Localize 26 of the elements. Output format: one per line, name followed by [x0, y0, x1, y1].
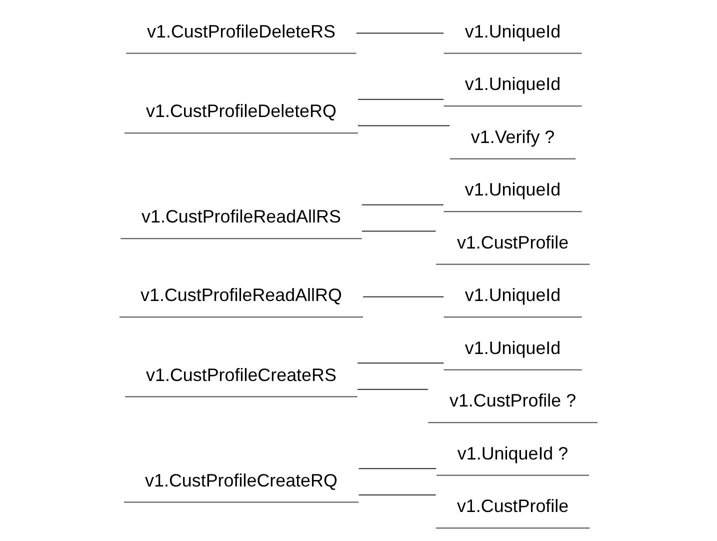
node-text: v1.CustProfileDeleteRS: [147, 21, 336, 42]
node-text: v1.CustProfileCreateRS: [146, 364, 336, 385]
connector: [358, 494, 436, 496]
node-text: v1.CustProfile: [456, 232, 569, 252]
node-text: v1.UniqueId: [464, 338, 561, 358]
node-text: v1.CustProfileReadAllRQ: [140, 285, 342, 306]
connector: [362, 204, 444, 206]
connector: [363, 296, 444, 298]
node-text: v1.CustProfile ?: [449, 390, 576, 411]
connector: [358, 125, 450, 126]
node-text: v1.UniqueId: [464, 285, 561, 306]
connector: [358, 98, 444, 100]
node-text: v1.UniqueId ?: [457, 443, 568, 464]
node-text: v1.Verify ?: [470, 126, 555, 147]
connector: [358, 388, 428, 390]
node-text: v1.CustProfileCreateRQ: [145, 470, 338, 490]
connector: [358, 468, 436, 470]
connector: [358, 362, 444, 364]
node-text: v1.CustProfileDeleteRQ: [146, 101, 336, 122]
node-text: v1.UniqueId: [464, 21, 561, 42]
connector: [356, 32, 444, 34]
node-text: v1.UniqueId: [464, 180, 561, 200]
connector: [362, 230, 436, 232]
node-text: v1.CustProfileReadAllRS: [142, 206, 341, 227]
node-text: v1.UniqueId: [464, 74, 561, 94]
node-text: v1.CustProfile: [456, 496, 569, 516]
